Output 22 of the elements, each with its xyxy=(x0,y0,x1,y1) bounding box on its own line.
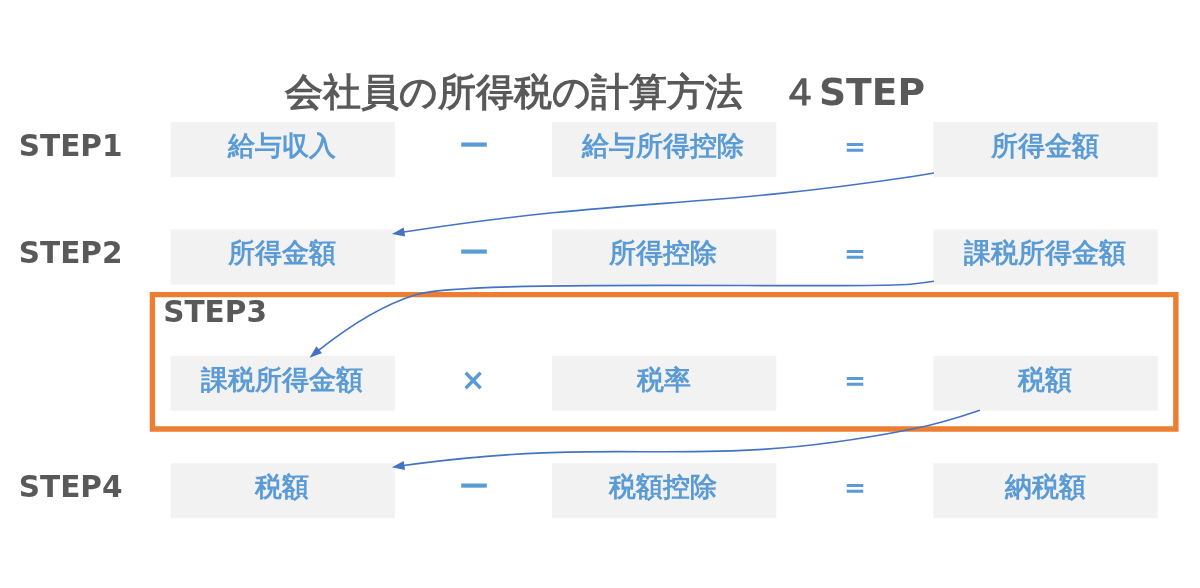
node-box: 所得金額 xyxy=(170,229,395,285)
label: STEP4 xyxy=(18,469,123,504)
label: ＝ xyxy=(840,236,871,271)
label: ー xyxy=(458,469,489,504)
node-box: 税額 xyxy=(170,463,395,519)
node-box: 税額 xyxy=(933,355,1158,411)
label: ＝ xyxy=(840,469,871,504)
arrow xyxy=(391,172,935,237)
node-box: 課税所得金額 xyxy=(933,229,1158,285)
node-box: 所得控除 xyxy=(552,229,777,285)
node-box: 課税所得金額 xyxy=(170,355,395,411)
label: STEP2 xyxy=(18,236,123,271)
label: × xyxy=(460,362,486,397)
arrow xyxy=(309,280,935,358)
diagram-title: 会社員の所得税の計算方法 ４STEP xyxy=(285,69,925,114)
arrow xyxy=(391,409,981,470)
label: STEP1 xyxy=(18,128,123,163)
node-box: 所得金額 xyxy=(933,122,1158,178)
label: ー xyxy=(458,236,489,271)
label: ＝ xyxy=(840,362,871,397)
label: ー xyxy=(458,128,489,163)
label: ＝ xyxy=(840,128,871,163)
